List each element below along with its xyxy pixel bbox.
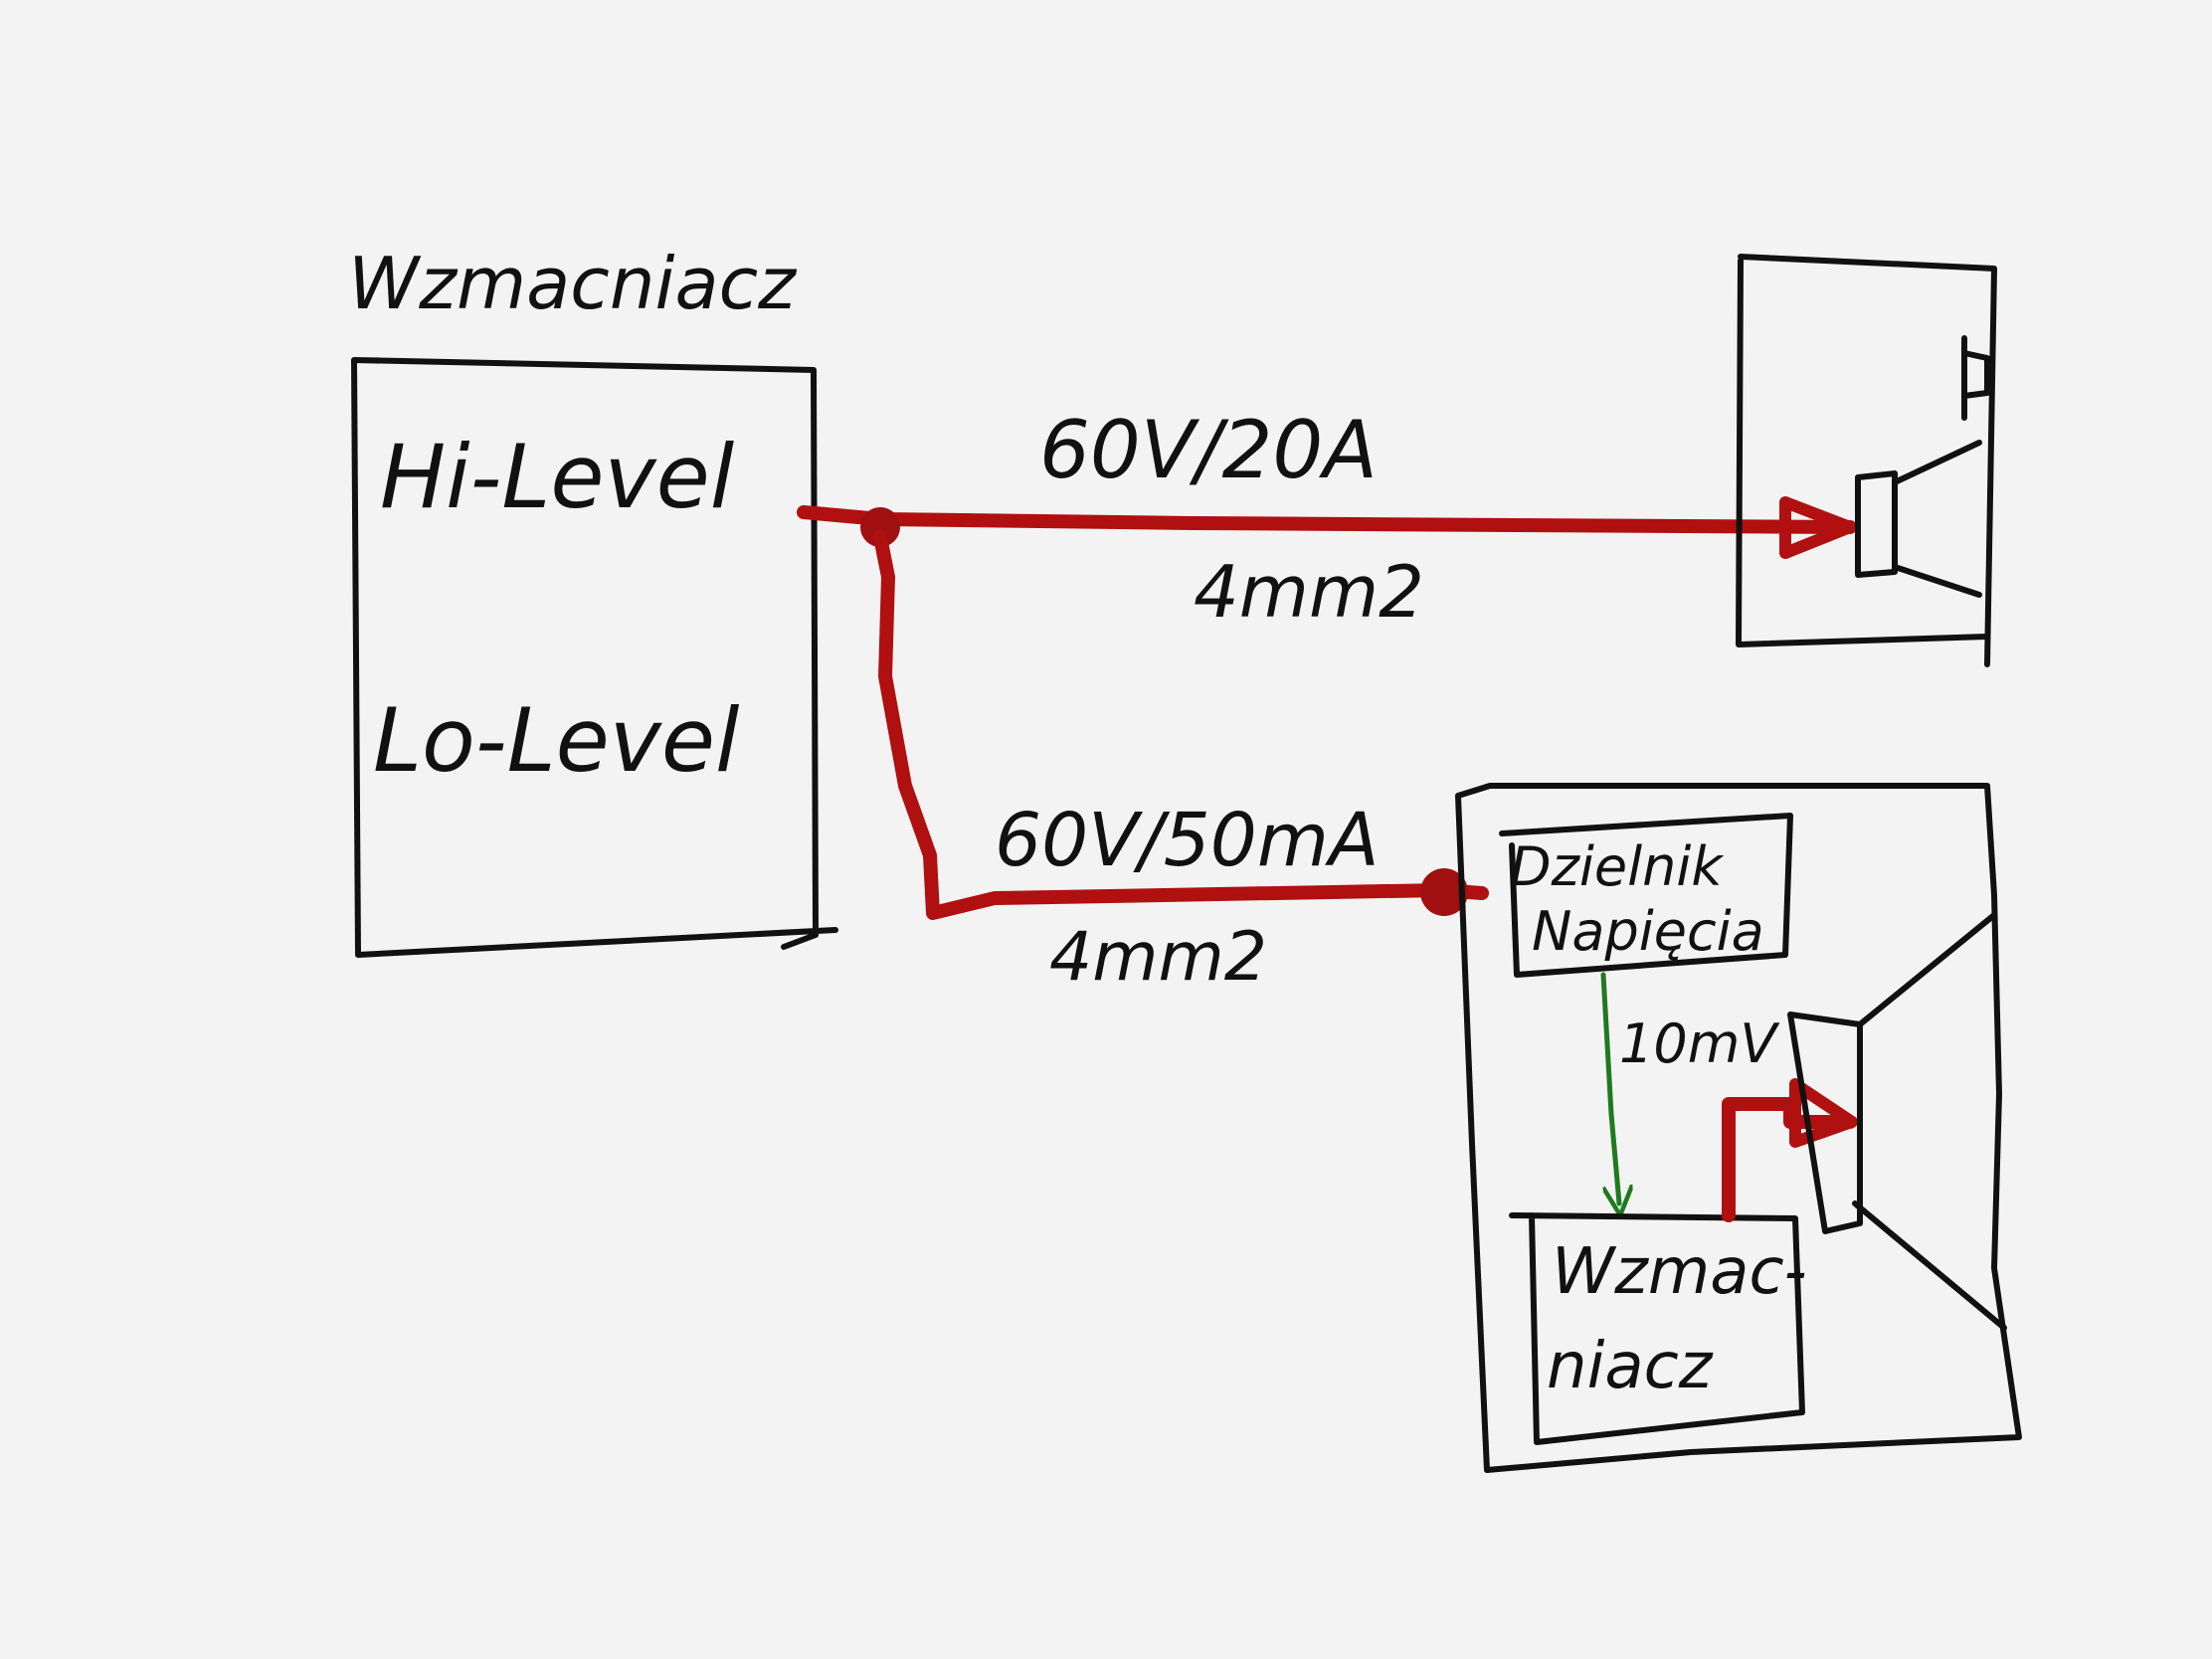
divider-label-line2: Napięcia (1532, 900, 1764, 963)
lo-level-power-wire (873, 530, 1489, 920)
tweeter-icon (1961, 335, 1990, 421)
top-line-rating: 60V/20A (1039, 404, 1378, 496)
inner-amp-line2: niacz (1547, 1330, 1714, 1403)
bottom-line-rating: 60V/50mA (995, 798, 1380, 883)
active-speaker-arrow-head (1789, 1078, 1858, 1148)
amplifier-box (351, 357, 838, 958)
passive-speaker-driver-icon (1855, 440, 1982, 598)
inner-amp-line1: Wzmac- (1552, 1235, 1807, 1309)
hi-level-label: Hi-Level (380, 426, 735, 528)
divider-connector-dot (1420, 868, 1468, 916)
lo-level-label: Lo-Level (373, 689, 740, 792)
speaker-arrow-head (1779, 496, 1856, 559)
active-speaker-driver-icon (1787, 912, 2007, 1331)
top-line-cross-section: 4mm2 (1194, 550, 1424, 634)
bottom-line-cross-section: 4mm2 (1049, 918, 1267, 997)
active-speaker-cabinet (1455, 783, 2022, 1473)
hi-level-power-wire (797, 505, 1857, 534)
signal-wire (1600, 972, 1619, 1203)
passive-speaker-cabinet (1736, 254, 1997, 667)
amp-title: Wzmacniacz (348, 242, 798, 325)
divider-label-line1: Dzielnik (1510, 835, 1725, 898)
inner-amplifier-box (1509, 1212, 1805, 1445)
inner-signal-label: 10mV (1619, 1013, 1780, 1075)
wire-junction-dot (860, 507, 900, 547)
voltage-divider-box (1499, 813, 1793, 978)
